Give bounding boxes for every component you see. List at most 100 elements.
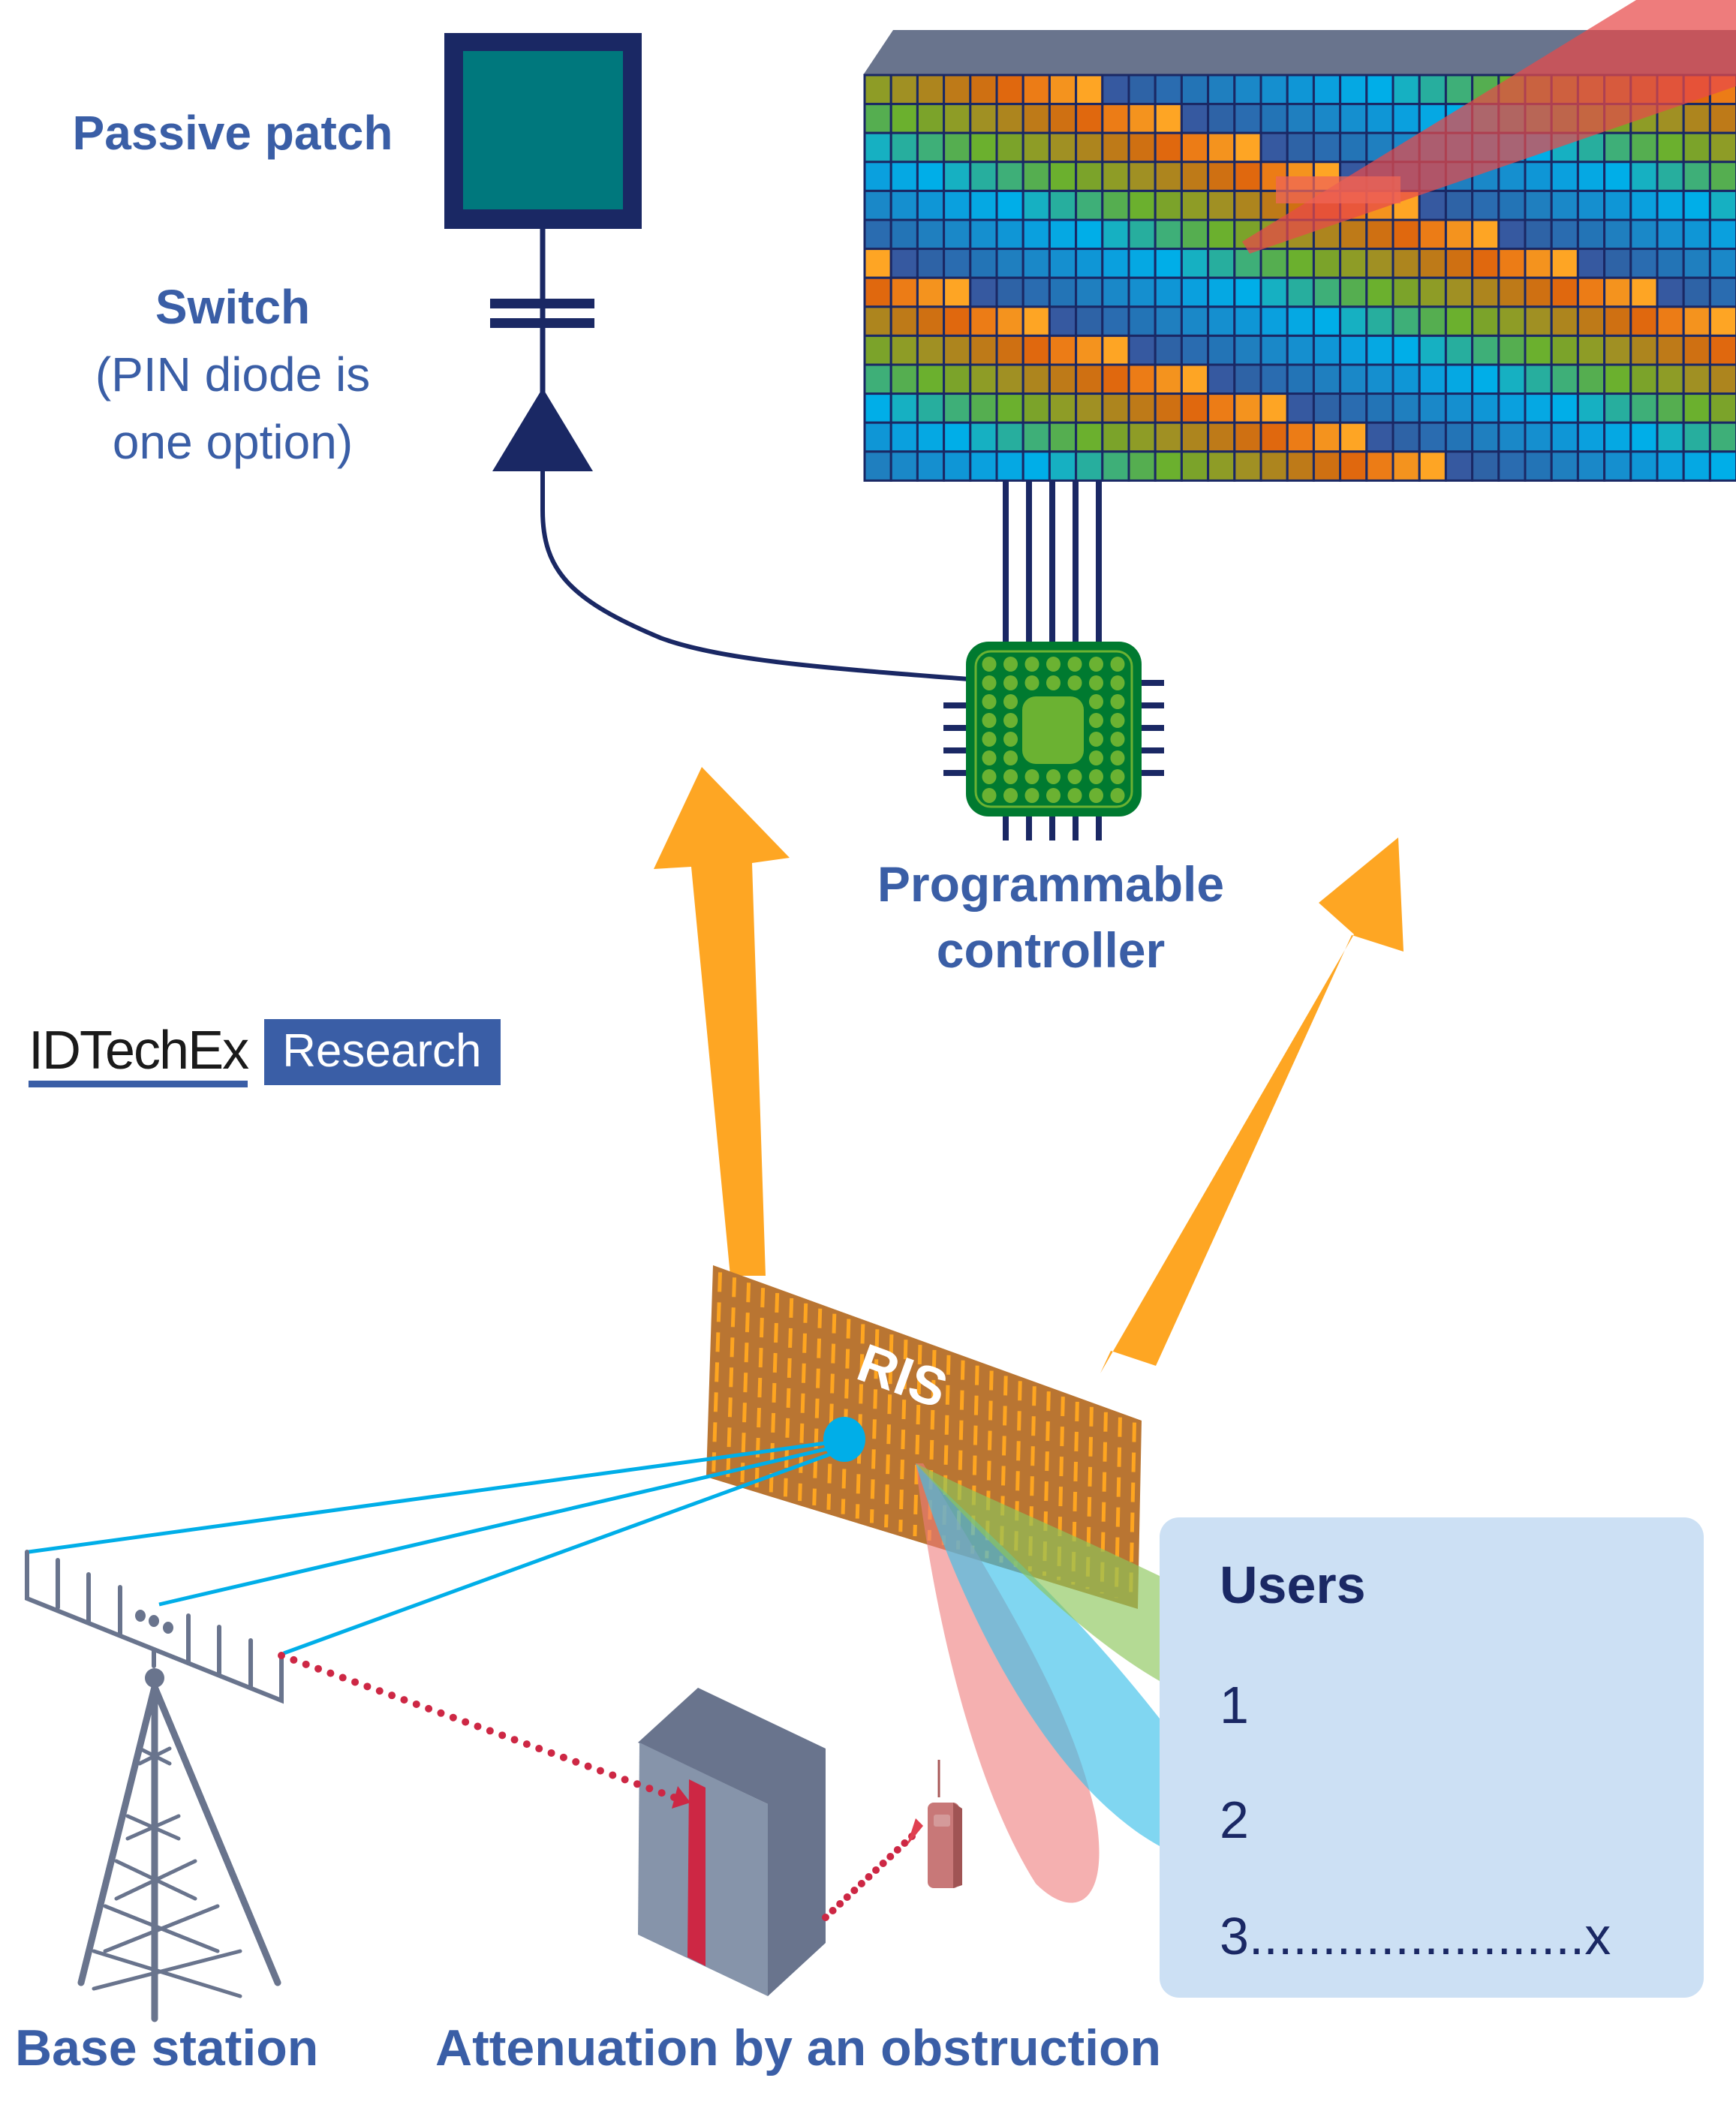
grid-cell	[1207, 131, 1236, 164]
grid-cell	[1207, 450, 1236, 482]
grid-cell	[1048, 189, 1078, 221]
chip-dot	[1110, 657, 1125, 672]
switch-label: Switch	[155, 280, 311, 334]
grid-cell	[1682, 421, 1711, 453]
grid-cell	[1550, 421, 1579, 453]
grid-cell	[1233, 131, 1262, 164]
grid-cell	[1207, 334, 1236, 366]
base-station-tower-icon	[77, 1668, 281, 2022]
grid-cell	[1233, 161, 1262, 192]
chip-dot	[1067, 657, 1082, 672]
grid-cell	[1392, 74, 1421, 106]
grid-cell	[1365, 421, 1395, 453]
grid-cell	[1154, 363, 1183, 395]
grid-cell	[1708, 189, 1736, 221]
grid-cell	[863, 421, 892, 453]
signal-dot	[645, 1785, 654, 1793]
grid-cell	[1259, 276, 1289, 308]
grid-cell	[1259, 334, 1289, 366]
grid-cell	[1444, 189, 1474, 221]
grid-cell	[863, 392, 892, 424]
signal-dot	[865, 1873, 873, 1881]
grid-cell	[1656, 334, 1685, 366]
grid-cell	[1339, 305, 1368, 337]
grid-cell	[1127, 305, 1157, 337]
grid-cell	[1365, 392, 1395, 424]
grid-cell	[969, 276, 998, 308]
grid-cell	[1365, 103, 1395, 134]
grid-cell	[1207, 392, 1236, 424]
grid-cell	[1497, 363, 1527, 395]
grid-cell	[1233, 189, 1262, 221]
signal-dot	[822, 1914, 829, 1921]
grid-cell	[1656, 392, 1685, 424]
grid-cell	[1418, 450, 1447, 482]
obstruction-label: Attenuation by an obstruction	[435, 2019, 1162, 2076]
grid-cell	[995, 248, 1024, 279]
grid-cell	[1576, 305, 1606, 337]
grid-cell	[1207, 74, 1236, 106]
chip-dot	[1067, 675, 1082, 690]
signal-dot	[559, 1753, 567, 1761]
programmable-controller-chip-icon	[943, 642, 1164, 840]
grid-cell	[1392, 334, 1421, 366]
capacitor-plate-top	[490, 299, 594, 308]
grid-cell	[1101, 334, 1130, 366]
ris-element	[783, 1298, 794, 1497]
signal-dot	[857, 1880, 865, 1887]
grid-cell	[1629, 363, 1659, 395]
grid-cell	[1048, 248, 1078, 279]
grid-cell	[1629, 276, 1659, 308]
grid-cell	[969, 363, 998, 395]
grid-cell	[1101, 248, 1130, 279]
grid-cell	[1524, 189, 1553, 221]
users-title: Users	[1220, 1556, 1366, 1614]
grid-cell	[995, 131, 1024, 164]
grid-cell	[1101, 103, 1130, 134]
grid-cell	[1021, 74, 1051, 106]
grid-cell	[1286, 103, 1315, 134]
grid-cell	[1101, 189, 1130, 221]
grid-cell	[1550, 161, 1579, 192]
chip-dot	[1110, 713, 1125, 728]
grid-cell	[1207, 103, 1236, 134]
grid-cell	[1339, 276, 1368, 308]
ris-element	[898, 1340, 908, 1532]
grid-cell	[1286, 74, 1315, 106]
grid-cell	[1629, 248, 1659, 279]
signal-dot	[462, 1718, 470, 1726]
grid-cell	[1154, 103, 1183, 134]
grid-cell	[969, 248, 998, 279]
grid-cell	[1418, 276, 1447, 308]
grid-cell	[889, 392, 919, 424]
grid-cell	[1392, 276, 1421, 308]
grid-cell	[1550, 218, 1579, 251]
grid-cell	[1576, 450, 1606, 482]
reflected-beam-arrow-right	[1100, 837, 1404, 1373]
grid-cell	[1418, 392, 1447, 424]
grid-cell	[889, 334, 919, 366]
grid-cell	[1550, 392, 1579, 424]
grid-cell	[995, 74, 1024, 106]
grid-cell	[1392, 305, 1421, 337]
chip-dot	[1110, 732, 1125, 747]
chip-dot	[1110, 750, 1125, 765]
grid-cell	[1075, 103, 1104, 134]
grid-cell	[1021, 103, 1051, 134]
grid-cell	[1259, 131, 1289, 164]
grid-cell	[1233, 248, 1262, 279]
grid-cell	[889, 450, 919, 482]
ris-element	[740, 1283, 751, 1484]
grid-cell	[1154, 248, 1183, 279]
grid-cell	[1497, 334, 1527, 366]
grid-cell	[889, 131, 919, 164]
grid-cell	[1233, 421, 1262, 453]
chip-dot	[1089, 694, 1103, 709]
grid-cell	[1101, 392, 1130, 424]
metasurface-top-face	[863, 30, 1736, 75]
grid-cell	[1075, 189, 1104, 221]
grid-cell	[1524, 421, 1553, 453]
grid-cell	[943, 248, 972, 279]
signal-dot	[547, 1749, 555, 1757]
grid-cell	[1682, 363, 1711, 395]
